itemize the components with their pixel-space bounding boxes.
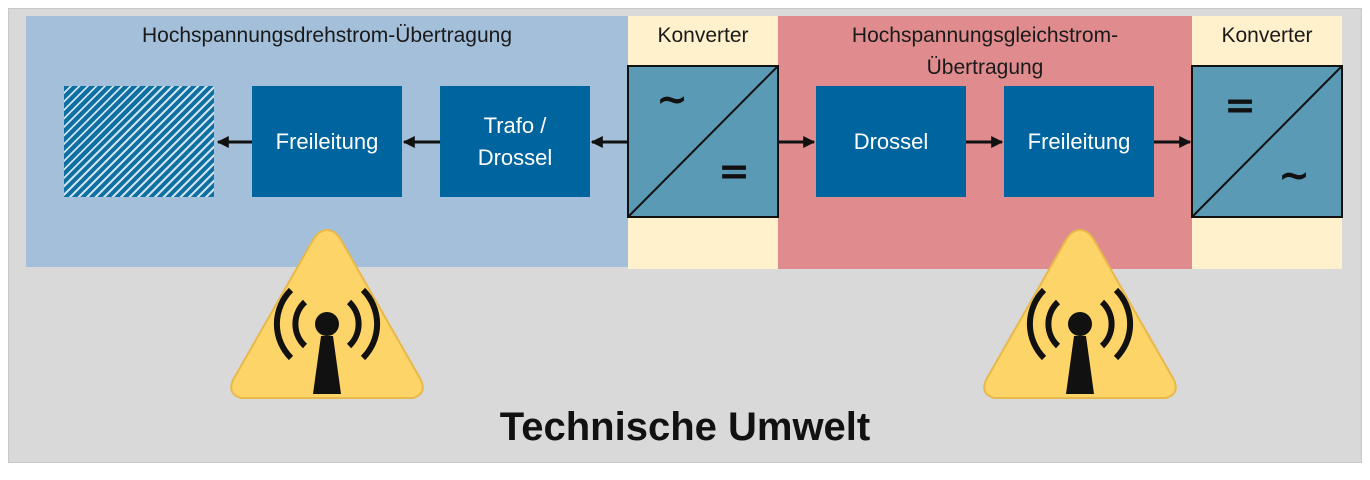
- hgt-title-line2: Übertragung: [926, 56, 1044, 79]
- hatched-load-block: [64, 86, 214, 197]
- freileitung-right-label: Freileitung: [1027, 128, 1131, 154]
- radiation-warning-icon: [983, 228, 1177, 399]
- converter-left-title: Konverter: [657, 24, 749, 47]
- trafo-label-line1: Trafo /: [483, 112, 547, 138]
- hgt-title-line1: Hochspannungsgleichstrom-: [851, 24, 1119, 47]
- hdt-title: Hochspannungsdrehstrom-Übertragung: [141, 24, 513, 47]
- converter-left-box: ~ =: [627, 65, 779, 218]
- converter-right-ac-symbol: ~: [1278, 153, 1310, 197]
- footer-title: Technische Umwelt: [499, 405, 871, 449]
- drossel-block: Drossel: [816, 86, 966, 197]
- converter-left-ac-symbol: ~: [656, 77, 688, 121]
- trafo-label-line2: Drossel: [477, 144, 553, 170]
- freileitung-left-block: Freileitung: [252, 86, 402, 197]
- converter-left-dc-symbol: =: [718, 149, 750, 193]
- drossel-label: Drossel: [853, 128, 929, 154]
- converter-right-box: = ~: [1191, 65, 1343, 218]
- freileitung-left-label: Freileitung: [275, 128, 379, 154]
- converter-right-dc-symbol: =: [1224, 83, 1256, 127]
- radiation-warning-icon: [230, 228, 424, 399]
- freileitung-right-block: Freileitung: [1004, 86, 1154, 197]
- trafo-drossel-block: Trafo / Drossel: [440, 86, 590, 197]
- converter-right-title: Konverter: [1221, 24, 1313, 47]
